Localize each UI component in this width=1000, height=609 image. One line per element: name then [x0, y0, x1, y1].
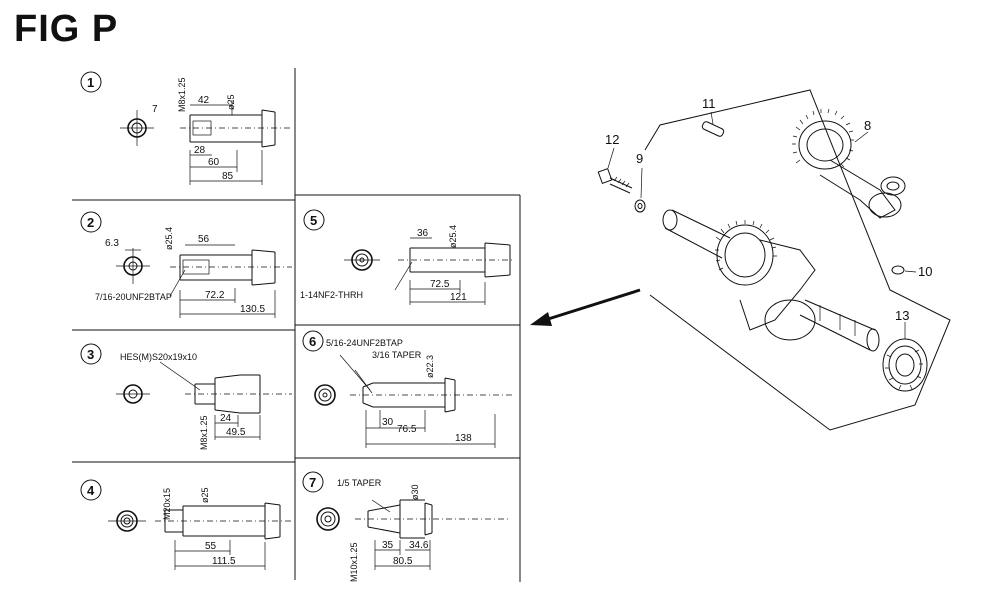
- dim-label: 56: [198, 234, 210, 245]
- option-7: 7: [302, 471, 510, 582]
- figure-title: FIG P: [14, 8, 119, 50]
- part-10-callout: 10: [918, 264, 932, 279]
- taper-note: 1/5 TAPER: [337, 478, 382, 488]
- part-9-washer: [634, 199, 646, 213]
- grid-lines: [72, 68, 521, 582]
- dim-label: 36: [417, 228, 429, 239]
- dim-label: ø25.4: [448, 225, 458, 248]
- option-badge: [80, 343, 102, 365]
- dim-label: 42: [198, 95, 210, 106]
- shaft-side-view: [339, 354, 515, 448]
- dim-label: ø25: [200, 487, 210, 503]
- dim-label: 7: [152, 104, 158, 115]
- shaft-side-view: [394, 237, 515, 305]
- option-badge: [302, 330, 324, 352]
- dim-label: M20x15: [162, 488, 172, 520]
- dim-label: M8x1.25: [177, 77, 187, 112]
- taper-note: 3/16 TAPER: [372, 350, 422, 360]
- part-12-callout: 12: [605, 132, 619, 147]
- option-badge: [80, 71, 102, 93]
- dim-label: ø25: [226, 94, 236, 110]
- option-badge: [80, 479, 102, 501]
- shaft-end-view: [120, 110, 154, 146]
- dim-label: 76.5: [397, 424, 417, 435]
- shaft-end-view: [344, 249, 380, 271]
- dim-label: ø22.3: [425, 355, 435, 378]
- dim-label: 28: [194, 145, 206, 156]
- shaft-side-view: [159, 361, 292, 440]
- part-9-callout: 9: [636, 151, 643, 166]
- option-4: 4: [80, 479, 292, 570]
- dim-label: 111.5: [212, 556, 236, 567]
- option-badge: [302, 471, 324, 493]
- option-3: 3: [80, 343, 292, 450]
- option-badge: [80, 211, 102, 233]
- shaft-side-view: [169, 244, 292, 318]
- dim-label: 24: [220, 413, 232, 424]
- option-badge: [303, 209, 325, 231]
- dim-label: 60: [208, 157, 220, 168]
- part-11-callout: 11: [702, 96, 716, 111]
- dim-label: M8x1.25: [199, 415, 209, 450]
- shaft-side-view: [180, 100, 292, 185]
- thread-note: 7/16-20UNF2BTAP: [95, 292, 172, 302]
- option-6: 6: [302, 330, 515, 448]
- dim-label: 72.2: [205, 290, 225, 301]
- dim-label: ø30: [410, 484, 420, 500]
- pointer-arrow: [530, 288, 641, 326]
- dim-label: 80.5: [393, 556, 413, 567]
- option-number: 7: [309, 475, 316, 490]
- shaft-end-view: [116, 248, 150, 284]
- option-number: 3: [87, 347, 94, 362]
- option-1: 1: [80, 71, 292, 185]
- dim-label: 6.3: [105, 238, 119, 249]
- crankshaft: [662, 209, 880, 352]
- shaft-side-view: [355, 499, 510, 570]
- part-8-callout: 8: [864, 118, 871, 133]
- dim-label: 138: [455, 433, 472, 444]
- shaft-end-view: [316, 507, 340, 531]
- option-number: 6: [309, 334, 316, 349]
- dim-label: 130.5: [240, 304, 265, 315]
- shaft-end-view: [116, 384, 150, 404]
- dim-label: 121: [450, 292, 467, 303]
- shaft-end-view: [314, 384, 336, 406]
- option-number: 2: [87, 215, 94, 230]
- part-12-bolt: [597, 168, 633, 194]
- keyway-note: HES(M)S20x19x10: [120, 352, 197, 362]
- thread-note: 5/16-24UNF2BTAP: [326, 338, 403, 348]
- option-2: 2: [80, 211, 292, 318]
- dim-label: 55: [205, 541, 217, 552]
- dim-label: 30: [382, 417, 394, 428]
- shaft-side-view: [155, 502, 292, 570]
- thread-note: 1-14NF2-THRH: [300, 290, 363, 300]
- part-10-pin: [891, 265, 905, 275]
- part-8-balancer: [792, 108, 906, 219]
- dim-label: ø25.4: [164, 227, 174, 250]
- dim-label: M10x1.25: [349, 542, 359, 582]
- option-number: 1: [87, 75, 94, 90]
- leader-lines: [607, 111, 917, 339]
- option-number: 4: [87, 483, 95, 498]
- dim-label: 85: [222, 171, 234, 182]
- exploded-assembly: 12 9 11 8 10 13: [597, 89, 951, 431]
- part-11-key: [701, 121, 725, 137]
- part-13-callout: 13: [895, 308, 909, 323]
- dim-label: 34.6: [409, 540, 429, 551]
- option-5: 5: [300, 209, 515, 305]
- dim-label: 72.5: [430, 279, 450, 290]
- dim-label: 35: [382, 540, 394, 551]
- dim-label: 49.5: [226, 427, 246, 438]
- shaft-end-view: [108, 510, 146, 532]
- option-number: 5: [310, 213, 317, 228]
- part-13-bearing: [882, 338, 928, 392]
